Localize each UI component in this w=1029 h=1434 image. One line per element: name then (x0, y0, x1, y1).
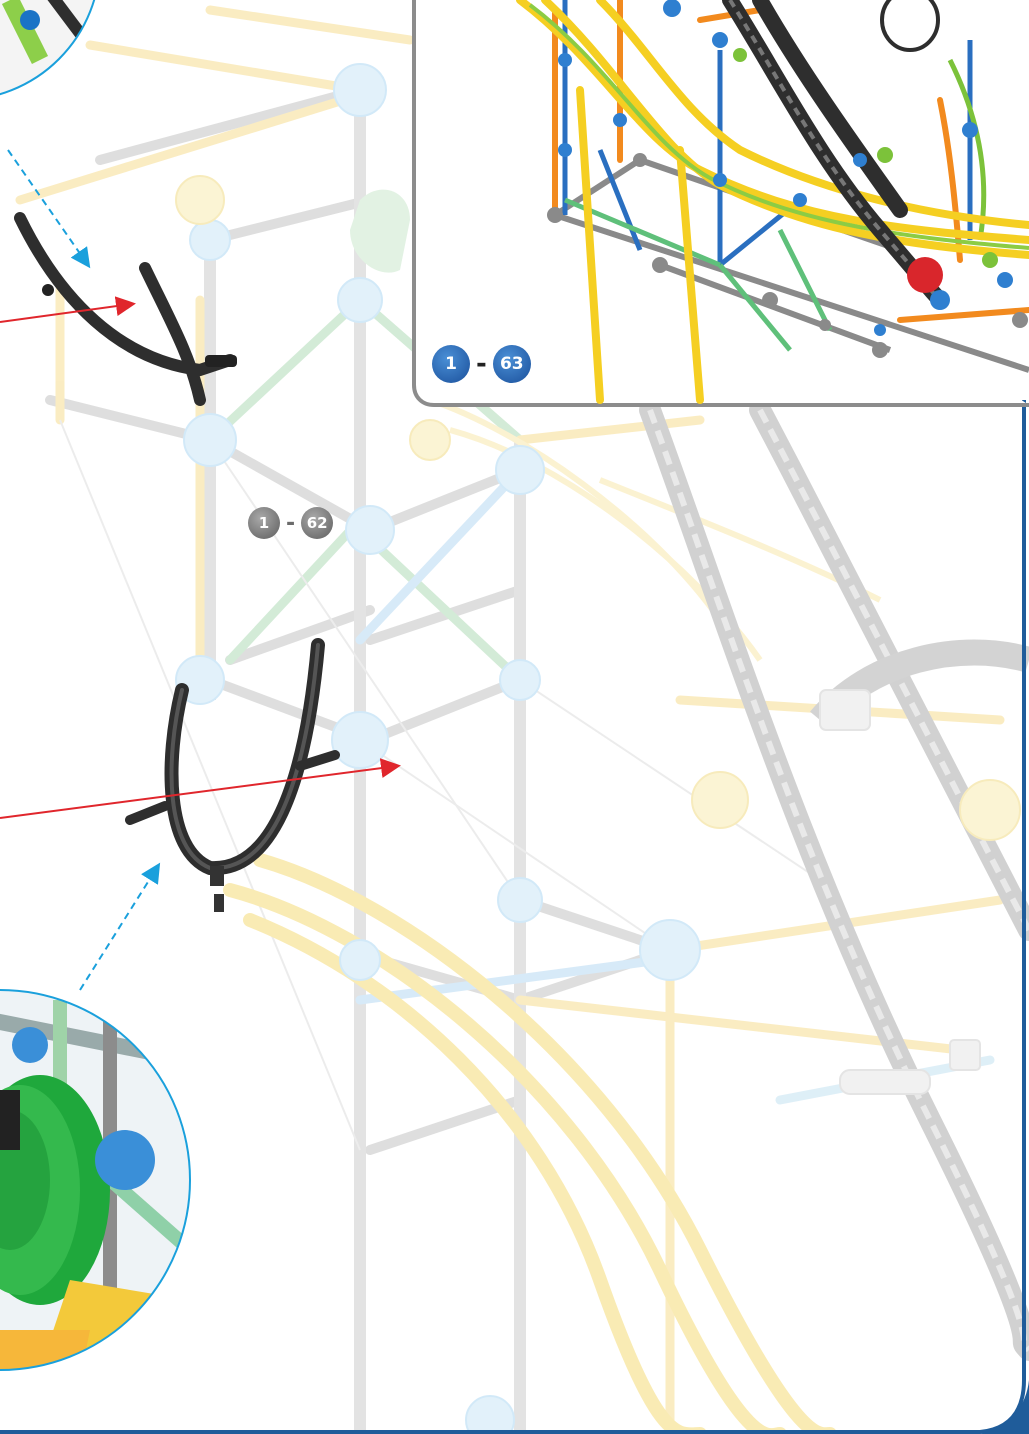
red-arrow-top (0, 296, 136, 323)
u-track-piece-icon (125, 638, 340, 912)
current-step-range: 1 - 63 (432, 345, 531, 383)
dashed-pointer-top (7, 149, 91, 269)
previous-step-separator: - (286, 510, 296, 536)
red-arrow-middle (0, 758, 401, 819)
page-border (0, 400, 1029, 1434)
current-step-start-badge: 1 (432, 345, 470, 383)
curved-track-piece-icon (14, 212, 237, 406)
top-callout (0, 0, 100, 100)
previous-step-end-badge: 62 (301, 507, 334, 539)
previous-step-range: 1 - 62 (248, 507, 334, 539)
dashed-pointer-bottom (79, 862, 161, 991)
inset-zoom-callout-icon (0, 989, 191, 1371)
current-step-separator: - (476, 349, 487, 379)
step-inset-panel (412, 0, 1029, 407)
previous-step-start-badge: 1 (248, 507, 280, 539)
current-step-end-badge: 63 (492, 345, 531, 383)
